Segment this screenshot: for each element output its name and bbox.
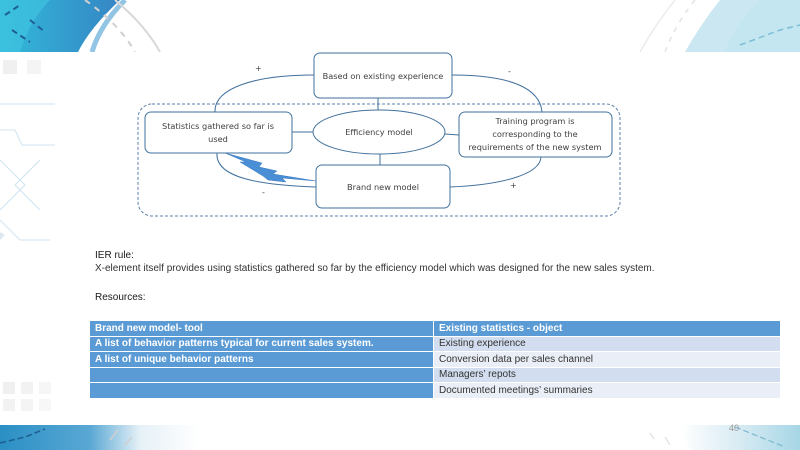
connector-right-center [444,133,460,136]
decorative-corner-bottom-right [649,425,800,450]
efficiency-model-diagram: Based on existing experience Statistics … [137,52,621,217]
table-row: Brand new model- tool Existing statistic… [89,320,781,337]
svg-text:Training program is: Training program is [495,116,575,126]
svg-text:used: used [208,134,228,144]
node-statistics-gathered: Statistics gathered so far is used [144,111,293,154]
svg-text:Brand new model: Brand new model [347,182,419,192]
page-number: 40 [729,423,740,433]
ier-rule-text: X-element itself provides using statisti… [95,263,655,274]
table-cell [89,382,434,399]
table-cell: Existing experience [433,335,781,352]
svg-text:Statistics gathered so far is: Statistics gathered so far is [162,121,274,131]
node-training-program: Training program is corresponding to the… [458,111,613,158]
table-cell: Conversion data per sales channel [433,351,781,368]
ier-rule-title: IER rule: [95,250,134,261]
table-row: Documented meetings’ summaries [89,382,781,399]
resources-title: Resources: [95,292,146,303]
decorative-corner-bottom-left [0,425,200,450]
connector-bottom-left [216,152,317,188]
svg-text:Efficiency model: Efficiency model [345,127,413,137]
node-existing-experience: Based on existing experience [313,52,453,99]
node-efficiency-model: Efficiency model [312,109,446,155]
svg-text:corresponding to the: corresponding to the [492,129,577,139]
table-cell-object-header: Existing statistics - object [433,320,781,337]
lightning-arrow-icon [224,152,317,183]
table-row: A list of behavior patterns typical for … [89,335,781,352]
resources-table: Brand new model- tool Existing statistic… [89,320,781,399]
connector-top-left [214,74,315,113]
dashed-boundary [137,103,621,217]
table-cell: A list of unique behavior patterns [89,351,434,368]
sign-bottom-left: - [262,188,265,197]
table-row: A list of unique behavior patterns Conve… [89,351,781,368]
table-cell-tool-header: Brand new model- tool [89,320,434,337]
table-cell: Documented meetings’ summaries [433,382,781,399]
sign-top-left: + [255,64,262,73]
connector-bottom-right [449,156,542,188]
connector-top-right [451,74,543,113]
table-cell: A list of behavior patterns typical for … [89,335,434,352]
node-brand-new-model: Brand new model [315,164,451,209]
table-cell: Managers’ repots [433,366,781,383]
svg-text:requirements of the new system: requirements of the new system [468,142,601,152]
table-row: Managers’ repots [89,366,781,383]
table-cell [89,366,434,383]
sign-top-right: - [508,67,511,76]
ier-rule-block: IER rule: X-element itself provides usin… [95,249,785,275]
decorative-squares-bottom-left [3,382,53,412]
sign-bottom-right: + [510,181,517,190]
svg-text:Based on existing experience: Based on existing experience [323,71,444,81]
